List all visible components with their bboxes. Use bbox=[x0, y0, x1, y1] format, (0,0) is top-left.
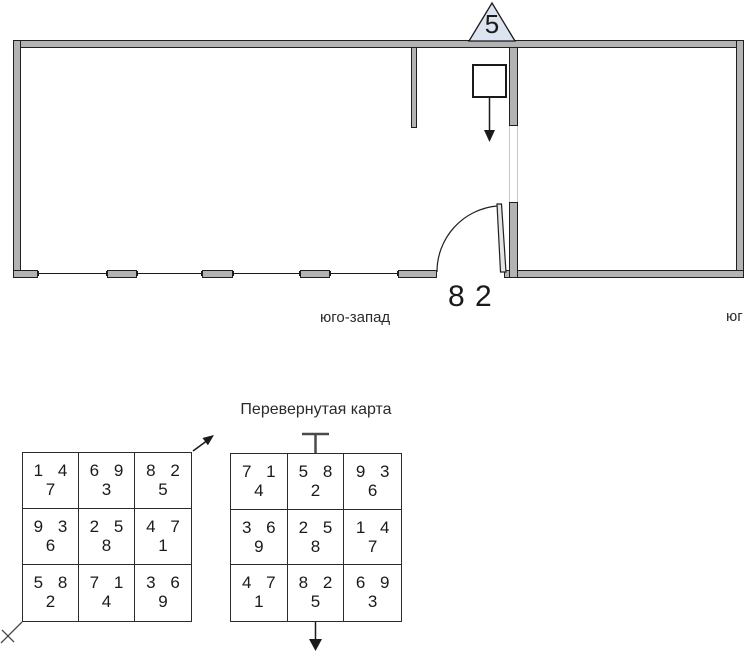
cell-top-numbers: 9 3 bbox=[355, 462, 390, 481]
wall-bottom-pier-3 bbox=[300, 270, 330, 278]
cell-top-numbers: 2 5 bbox=[298, 517, 333, 537]
cell-top-numbers: 7 1 bbox=[89, 573, 124, 592]
cell-bottom-number: 7 bbox=[45, 480, 56, 499]
cell-top-numbers: 6 9 bbox=[89, 461, 124, 480]
map-northeast-arrow-line bbox=[192, 439, 209, 452]
cell-top-numbers: 4 7 bbox=[242, 573, 276, 593]
cell-bottom-number: 1 bbox=[254, 592, 264, 612]
flipped-map-south-arrow-head-icon bbox=[309, 639, 322, 651]
wall-partition-lower bbox=[509, 202, 518, 278]
cell-bottom-number: 2 bbox=[310, 481, 321, 500]
window-1 bbox=[38, 271, 107, 276]
cell-top-numbers: 3 6 bbox=[146, 573, 180, 592]
cell-bottom-number: 3 bbox=[367, 592, 378, 612]
cell-top-numbers: 8 2 bbox=[298, 573, 333, 593]
cell-top-numbers: 3 6 bbox=[242, 517, 276, 537]
wall-interior-stub bbox=[411, 47, 417, 128]
cell-bottom-number: 3 bbox=[101, 480, 112, 499]
cell-bottom-number: 9 bbox=[254, 536, 264, 556]
cell-top-numbers: 8 2 bbox=[146, 461, 180, 480]
southwest-label: юго-запад bbox=[320, 309, 391, 326]
cell-top-numbers: 2 5 bbox=[89, 517, 124, 536]
map-corner-mark-tick bbox=[1, 629, 15, 643]
window-4 bbox=[330, 271, 398, 276]
cell-top-numbers: 4 7 bbox=[146, 517, 180, 536]
cell-bottom-number: 5 bbox=[310, 592, 321, 612]
equipment-box bbox=[472, 64, 507, 98]
cell-bottom-number: 1 bbox=[158, 536, 168, 555]
door-leaf bbox=[496, 203, 507, 273]
box-arrow-head-icon bbox=[484, 130, 495, 142]
cell-bottom-number: 8 bbox=[310, 536, 321, 556]
south-label: юг bbox=[726, 308, 743, 325]
cell-top-numbers: 7 1 bbox=[242, 462, 276, 481]
map-corner-mark-line bbox=[0, 621, 23, 644]
cell-bottom-number: 4 bbox=[254, 481, 264, 500]
wall-top bbox=[13, 40, 744, 48]
cell-top-numbers: 1 4 bbox=[33, 461, 68, 480]
door-swing-arc bbox=[436, 205, 498, 273]
wall-bottom-pier-4 bbox=[398, 270, 437, 278]
cell-top-numbers: 5 8 bbox=[298, 462, 333, 481]
wall-bottom-pier-1 bbox=[107, 270, 137, 278]
wall-bottom-right-room bbox=[504, 270, 744, 278]
cell-bottom-number: 6 bbox=[367, 481, 378, 500]
cell-top-numbers: 6 9 bbox=[355, 573, 390, 593]
wall-bottom-pier-2 bbox=[202, 270, 233, 278]
window-2 bbox=[137, 271, 202, 276]
cell-bottom-number: 4 bbox=[101, 592, 112, 611]
cell-bottom-number: 9 bbox=[158, 592, 168, 611]
door-number: 8 2 bbox=[448, 280, 493, 313]
wall-right bbox=[736, 40, 744, 278]
cell-top-numbers: 5 8 bbox=[33, 573, 68, 592]
wall-left bbox=[13, 40, 21, 278]
window-3 bbox=[233, 271, 300, 276]
flipped-map-title: Перевернутая карта bbox=[240, 401, 392, 418]
partition-window bbox=[509, 126, 518, 204]
map-northeast-arrow-head-icon bbox=[202, 435, 214, 446]
wall-partition-upper bbox=[509, 47, 518, 126]
cell-bottom-number: 8 bbox=[101, 536, 112, 555]
cell-bottom-number: 5 bbox=[158, 480, 168, 499]
triangle-number: 5 bbox=[484, 9, 500, 39]
cell-top-numbers: 9 3 bbox=[33, 517, 68, 536]
wall-bottom-corner-stub bbox=[13, 270, 38, 278]
cell-bottom-number: 7 bbox=[367, 536, 378, 556]
cell-bottom-number: 2 bbox=[45, 592, 56, 611]
cell-top-numbers: 1 4 bbox=[355, 517, 390, 537]
cell-bottom-number: 6 bbox=[45, 536, 56, 555]
